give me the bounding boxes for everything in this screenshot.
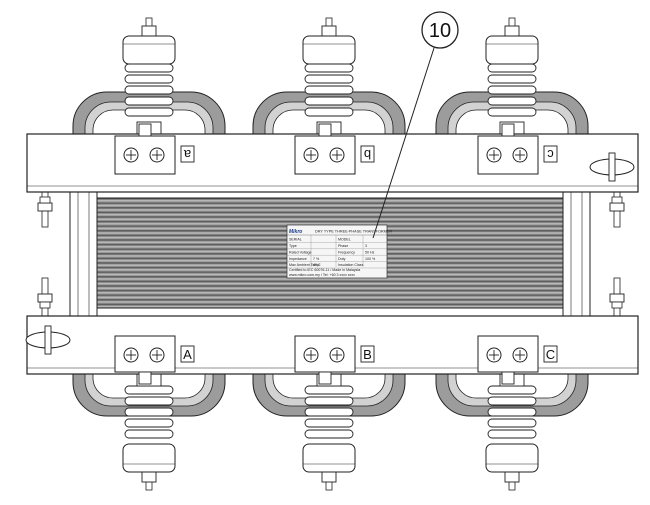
core-side-left [69,191,98,317]
nameplate-title: DRY TYPE THREE-PHASE TRANSFORMER [315,230,392,234]
terminal-label: a [183,147,191,162]
nameplate-cell: 100 % [365,257,376,261]
terminal-label-box [543,145,558,163]
terminal-label: B [363,347,372,362]
terminal-label: b [364,147,371,162]
terminal-label-box [543,345,558,363]
nameplate-cell: SERIAL [289,238,302,242]
terminal-top-2: b [294,123,375,175]
terminal-label: c [547,147,554,162]
nameplate-cell: Max Ambient Temp [289,263,320,267]
lifting-lug-right [589,152,635,182]
tie-rod-3 [37,277,53,323]
terminal-label-box [180,345,195,363]
nameplate-brand: Mikro [289,229,302,235]
terminal-top-1: a [114,123,195,175]
nameplate-footer2: www.mikro.com.my / Tel: +60 3 xxxx xxxx [289,273,355,277]
nameplate-cell: Insulation Class [338,263,364,267]
core-side-right [562,191,591,317]
nameplate: Mikro DRY TYPE THREE-PHASE TRANSFORMER S… [286,224,392,279]
nameplate-cell: 50 Hz [365,250,375,254]
nameplate-cell: MODEL [338,238,351,242]
bushing-bottom-3 [485,369,539,491]
nameplate-cell: 7 % [313,257,320,261]
callout-10: 10 [372,11,459,239]
terminal-label: A [183,347,192,362]
terminal-bottom-1: A [114,335,195,385]
nameplate-cell: 3 [365,244,367,248]
bushing-bottom-1 [122,369,176,491]
tie-rod-4 [609,277,625,323]
lifting-lug-left [25,325,71,355]
terminals: a b cA B C [114,123,558,385]
terminal-label-box [360,345,375,363]
nameplate-footer1: Certified to IEC 60076-11 / Made in Mala… [289,268,360,272]
nameplate-cell: Type [289,244,297,248]
nameplate-cell: Duty [338,257,346,261]
nameplate-cell: Rated Voltage [289,250,312,254]
terminal-label: C [546,347,555,362]
terminal-top-3: c [477,123,558,175]
bushing-bottom-2 [302,369,356,491]
terminal-label-box [180,145,195,163]
tie-rod-2 [609,182,625,228]
callout-number: 10 [429,20,451,42]
nameplate-cell: Impedance [289,257,307,261]
terminal-label-box [360,145,375,163]
nameplate-cell: Frequency [338,250,355,254]
terminal-bottom-3: C [477,335,558,385]
nameplate-cell: Phase [338,244,348,248]
nameplate-cell: 40 C [313,263,321,267]
terminal-bottom-2: B [294,335,375,385]
